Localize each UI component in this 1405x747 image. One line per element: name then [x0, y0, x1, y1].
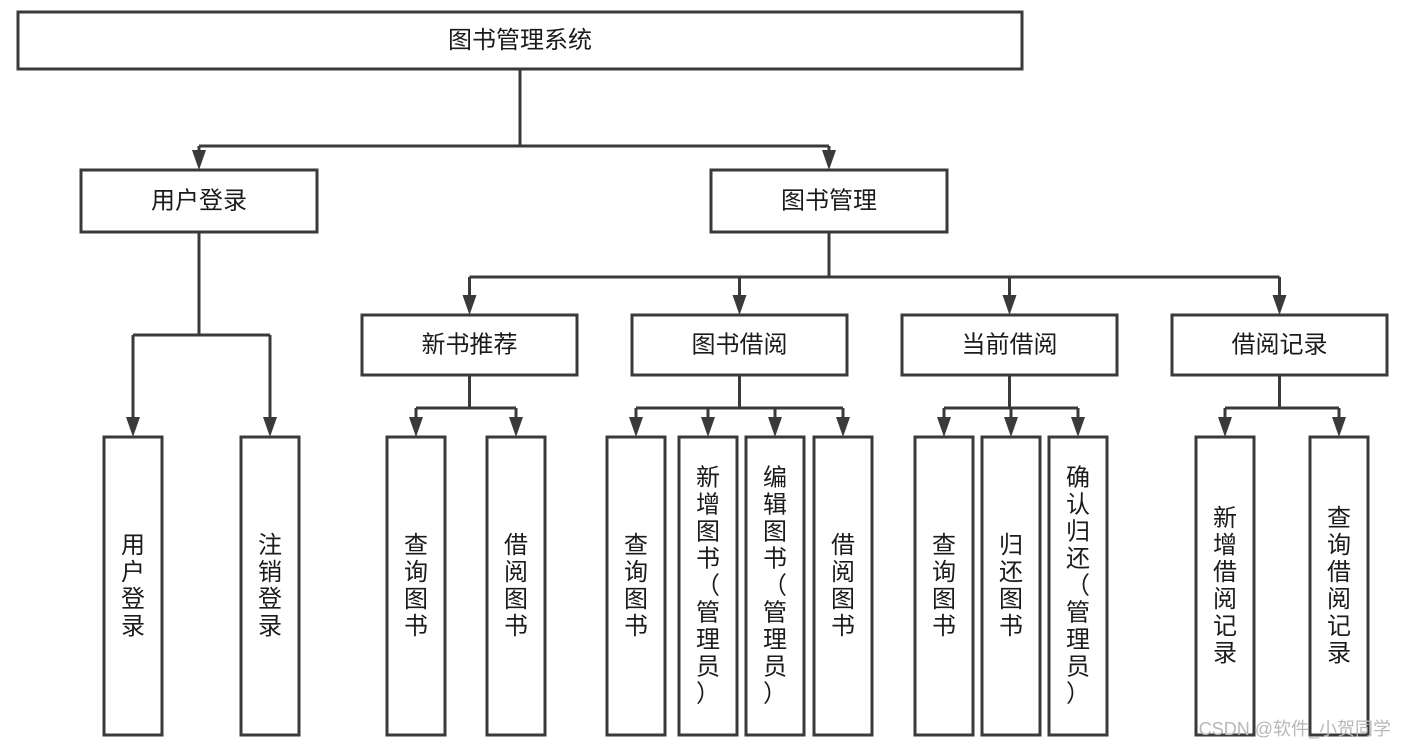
node-box-book-borrow[interactable] [630, 313, 849, 377]
node-box-leaf-add-book[interactable] [677, 435, 739, 737]
borrow-bus-arrow-2 [768, 417, 782, 437]
node-layer: 图书管理系统用户登录图书管理新书推荐图书借阅当前借阅借阅记录用户登录注销登录查询… [16, 10, 1389, 737]
node-label-leaf-query-book-recommend: 查询图书 [404, 532, 428, 640]
node-leaf-user-logout[interactable]: 注销登录 [239, 435, 301, 737]
node-label-leaf-user-logout: 注销登录 [258, 532, 282, 640]
bookmanage-bus-arrow-1 [732, 295, 747, 315]
node-box-borrow-record[interactable] [1170, 313, 1389, 377]
node-leaf-borrow-book[interactable]: 借阅图书 [812, 435, 874, 737]
node-leaf-user-login[interactable]: 用户登录 [102, 435, 164, 737]
root-bus-arrow-1 [822, 150, 836, 170]
node-label-borrow-record: 借阅记录 [1232, 331, 1328, 358]
node-label-leaf-return-book: 归还图书 [999, 532, 1023, 640]
node-box-leaf-query-book-recommend[interactable] [385, 435, 447, 737]
node-label-leaf-query-borrow-record: 查询借阅记录 [1327, 505, 1351, 667]
node-box-leaf-user-logout[interactable] [239, 435, 301, 737]
node-leaf-query-borrow-record[interactable]: 查询借阅记录 [1308, 435, 1370, 737]
record-bus-arrow-1 [1332, 417, 1346, 437]
node-leaf-query-book-current[interactable]: 查询图书 [913, 435, 975, 737]
current-bus-arrow-2 [1071, 417, 1085, 437]
userlogin-bus-arrow-0 [126, 417, 140, 437]
connector-layer [126, 69, 1346, 437]
borrow-bus-arrow-0 [629, 417, 643, 437]
node-borrow-record[interactable]: 借阅记录 [1170, 313, 1389, 377]
node-label-leaf-query-book-current: 查询图书 [932, 532, 956, 640]
node-leaf-query-book-recommend[interactable]: 查询图书 [385, 435, 447, 737]
node-label-leaf-add-book: 新增图书（管理员） [696, 465, 720, 708]
node-box-leaf-borrow-book-recommend[interactable] [485, 435, 547, 737]
node-leaf-query-book-borrow[interactable]: 查询图书 [605, 435, 667, 737]
node-box-leaf-query-book-current[interactable] [913, 435, 975, 737]
node-book-manage[interactable]: 图书管理 [709, 168, 949, 234]
current-bus-arrow-0 [937, 417, 951, 437]
node-label-leaf-user-login: 用户登录 [121, 532, 145, 640]
node-label-leaf-edit-book: 编辑图书（管理员） [763, 465, 787, 708]
node-label-root: 图书管理系统 [448, 27, 592, 54]
node-box-leaf-user-login[interactable] [102, 435, 164, 737]
node-leaf-add-borrow-record[interactable]: 新增借阅记录 [1194, 435, 1256, 737]
node-root[interactable]: 图书管理系统 [16, 10, 1024, 71]
node-label-book-borrow: 图书借阅 [692, 331, 788, 358]
node-book-borrow[interactable]: 图书借阅 [630, 313, 849, 377]
bookmanage-bus-arrow-3 [1272, 295, 1287, 315]
node-box-current-borrow[interactable] [900, 313, 1119, 377]
node-box-user-login[interactable] [79, 168, 319, 234]
recommend-bus-arrow-1 [509, 417, 523, 437]
node-box-root[interactable] [16, 10, 1024, 71]
node-box-leaf-return-book[interactable] [980, 435, 1042, 737]
record-bus-arrow-0 [1218, 417, 1232, 437]
node-label-leaf-confirm-return: 确认归还（管理员） [1066, 465, 1090, 708]
node-box-book-manage[interactable] [709, 168, 949, 234]
borrow-bus-arrow-1 [701, 417, 715, 437]
current-bus-arrow-1 [1004, 417, 1018, 437]
node-label-book-manage: 图书管理 [781, 187, 877, 214]
userlogin-bus-arrow-1 [263, 417, 277, 437]
node-leaf-return-book[interactable]: 归还图书 [980, 435, 1042, 737]
node-leaf-add-book[interactable]: 新增图书（管理员） [677, 435, 739, 737]
bookmanage-bus-arrow-0 [462, 295, 477, 315]
node-box-leaf-borrow-book[interactable] [812, 435, 874, 737]
node-leaf-confirm-return[interactable]: 确认归还（管理员） [1047, 435, 1109, 737]
node-label-user-login: 用户登录 [151, 187, 247, 214]
recommend-bus-arrow-0 [409, 417, 423, 437]
node-label-leaf-borrow-book: 借阅图书 [831, 532, 855, 640]
node-box-leaf-query-book-borrow[interactable] [605, 435, 667, 737]
node-box-leaf-edit-book[interactable] [744, 435, 806, 737]
node-leaf-edit-book[interactable]: 编辑图书（管理员） [744, 435, 806, 737]
root-bus-arrow-0 [192, 150, 206, 170]
node-box-new-book-recommend[interactable] [360, 313, 579, 377]
node-box-leaf-add-borrow-record[interactable] [1194, 435, 1256, 737]
bookmanage-bus-arrow-2 [1002, 295, 1017, 315]
node-label-leaf-query-book-borrow: 查询图书 [624, 532, 648, 640]
node-box-leaf-confirm-return[interactable] [1047, 435, 1109, 737]
node-label-current-borrow: 当前借阅 [962, 331, 1058, 358]
node-label-new-book-recommend: 新书推荐 [422, 331, 518, 358]
borrow-bus-arrow-3 [836, 417, 850, 437]
node-label-leaf-add-borrow-record: 新增借阅记录 [1213, 505, 1237, 667]
node-user-login[interactable]: 用户登录 [79, 168, 319, 234]
node-current-borrow[interactable]: 当前借阅 [900, 313, 1119, 377]
node-box-leaf-query-borrow-record[interactable] [1308, 435, 1370, 737]
node-new-book-recommend[interactable]: 新书推荐 [360, 313, 579, 377]
node-label-leaf-borrow-book-recommend: 借阅图书 [504, 532, 528, 640]
csdn-watermark: CSDN @软件_小贺同学 [1198, 719, 1391, 739]
node-leaf-borrow-book-recommend[interactable]: 借阅图书 [485, 435, 547, 737]
